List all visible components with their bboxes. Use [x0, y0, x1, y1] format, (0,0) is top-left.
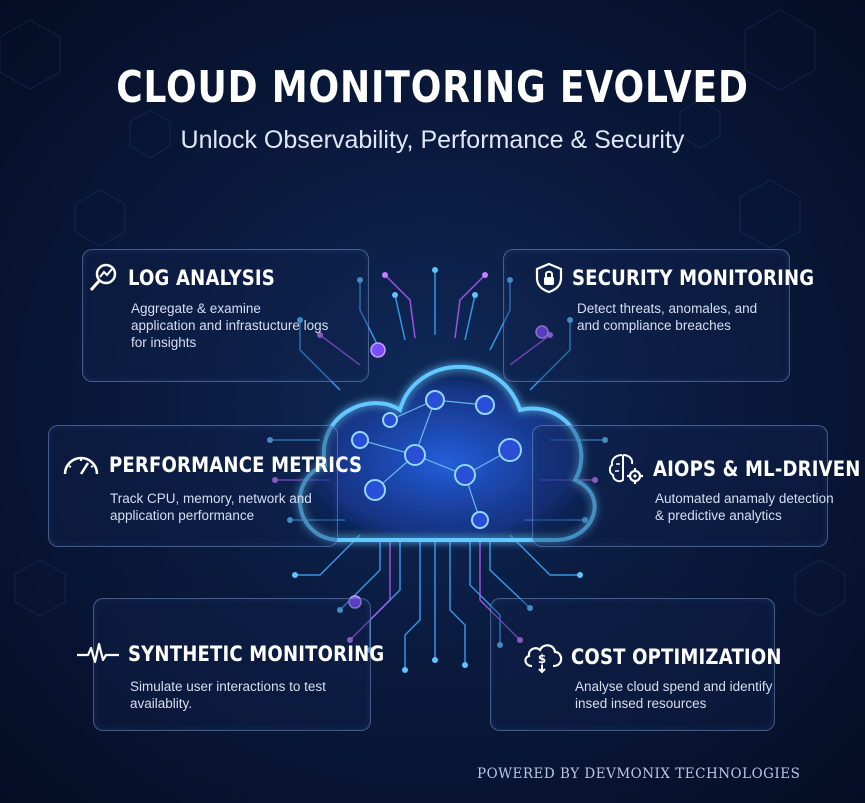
cost-optimization-title: COST OPTIMIZATION — [571, 645, 782, 669]
aiops-description: Automated anamaly detection& predictive … — [655, 491, 834, 523]
magnifier-chart-icon — [88, 262, 120, 294]
performance-metrics-title: PERFORMANCE METRICS — [109, 453, 363, 477]
synthetic-monitoring-title: SYNTHETIC MONITORING — [128, 642, 385, 666]
page-title: CLOUD MONITORING EVOLVED — [116, 62, 749, 113]
security-monitoring-title: SECURITY MONITORING — [572, 266, 815, 290]
log-analysis-card — [82, 249, 369, 382]
synthetic-monitoring-card — [93, 598, 371, 731]
performance-metrics-card — [48, 425, 338, 547]
page-subtitle: Unlock Observability, Performance & Secu… — [180, 126, 685, 154]
aiops-card — [532, 425, 828, 547]
log-analysis-title: LOG ANALYSIS — [128, 266, 275, 290]
cloud-circuit-illustration — [200, 240, 670, 680]
svg-text:$: $ — [538, 652, 546, 666]
cloud-dollar-icon: $ — [521, 640, 563, 674]
shield-lock-icon — [534, 262, 564, 294]
brain-gear-icon — [607, 452, 645, 486]
cost-optimization-card — [490, 598, 775, 731]
speedometer-icon — [61, 452, 101, 478]
aiops-title: AIOPS & ML-DRIVEN — [653, 457, 861, 481]
heartbeat-icon — [76, 642, 120, 666]
footer-credit: POWERED BY DEVMONIX TECHNOLOGIES — [477, 766, 801, 782]
